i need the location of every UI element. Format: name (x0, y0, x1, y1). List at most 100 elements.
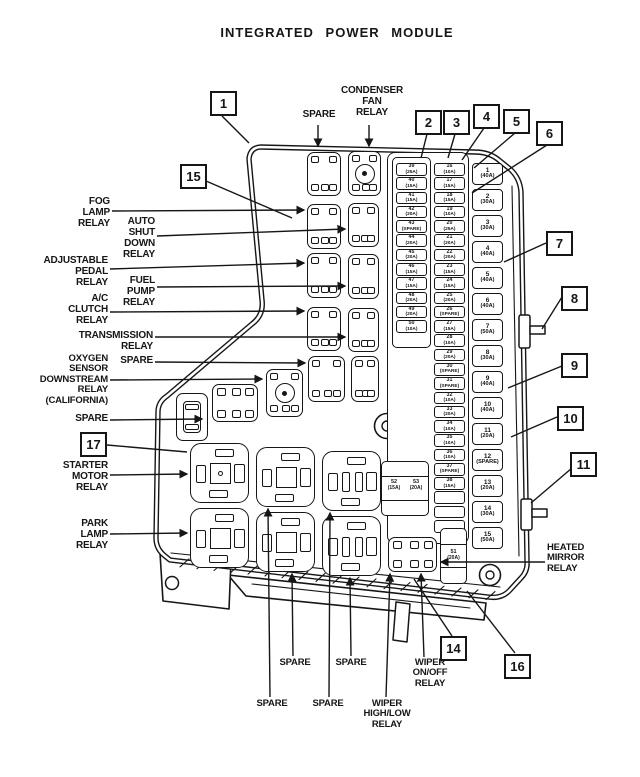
relay-pin (274, 494, 294, 502)
label-wiper-on-off-relay: WIPER ON/OFF RELAY (412, 657, 448, 689)
fuse-number: 46 (408, 262, 415, 269)
fuse-amp: (20A) (405, 212, 418, 218)
label-fog-lamp-relay: FOG LAMP RELAY (78, 196, 110, 229)
relay-pin (185, 424, 199, 430)
fuse-cell-19: 19(10A) (434, 205, 465, 219)
fuse-amp: (SPARE) (439, 369, 460, 375)
relay-pin (270, 405, 278, 412)
fuse-number: 7 (485, 322, 490, 330)
relay-pin (354, 472, 363, 492)
fuse-amp: (40A) (480, 303, 495, 310)
relay-pin (300, 468, 311, 487)
fuse-amp: (40A) (480, 407, 495, 414)
relay-pin (280, 453, 300, 461)
fuse-amp: (10A) (443, 340, 456, 346)
relay-pin (367, 235, 375, 242)
fuse-amp: (SPARE) (439, 469, 460, 475)
page-title: INTEGRATED POWER MODULE (220, 25, 454, 40)
relay-pin (214, 514, 234, 522)
relay-pin (281, 405, 290, 412)
fuse-cell-29: 29(20A) (434, 348, 465, 362)
relay-pin (232, 410, 241, 418)
fuse-52-amp: (15A) (387, 484, 401, 491)
relay-condenser-fan (348, 151, 381, 196)
fuse-number: 38 (446, 477, 453, 484)
relay-pin (367, 207, 375, 214)
relay-wiper (388, 537, 437, 572)
fuse-number: 41 (408, 191, 415, 198)
fuse-number: 8 (485, 348, 490, 356)
fuse-cell-3: 3(30A) (472, 215, 503, 237)
relay-pin (352, 340, 360, 347)
fuse-amp: (10A) (443, 426, 456, 432)
fuse-number: 25 (446, 291, 453, 298)
relay-fuel-pump (348, 254, 379, 299)
label-spare-mid: SPARE (120, 355, 153, 366)
relay-pin (311, 208, 319, 215)
relay-pin (366, 537, 377, 556)
fuse-amp: (SPARE) (439, 312, 460, 318)
fuse-cell-49: 49(20A) (396, 305, 427, 319)
fuse-cell-43: 43(SPARE) (396, 220, 427, 233)
fuse-amp: (15A) (405, 283, 418, 289)
fuse-number: 13 (483, 478, 492, 486)
fuse-number: 37 (446, 462, 453, 469)
fuse-number: 42 (408, 205, 415, 212)
relay-pin (208, 490, 228, 498)
relay-pin (409, 560, 419, 568)
fuse-amp: (10A) (443, 398, 456, 404)
relay-pin (291, 373, 299, 380)
relay-pin (341, 472, 350, 492)
relay-pin (214, 449, 234, 457)
callout-8: 8 (561, 286, 588, 311)
fuse-amp: (20A) (443, 412, 456, 418)
label-wiper-high-low-relay: WIPER HIGH/LOW RELAY (363, 698, 411, 730)
fuse-number: 44 (408, 234, 415, 241)
fuse-number: 19 (446, 205, 453, 212)
fuse-cell-25: 25(20A) (434, 291, 465, 305)
relay-spare-top (307, 152, 341, 196)
fuse-amp: (20A) (405, 255, 418, 261)
fuse-amp: (10A) (443, 212, 456, 218)
label-spare-a2: SPARE (335, 657, 367, 668)
fuse-number: 4 (485, 244, 490, 252)
fuse-amp: (10A) (443, 440, 456, 446)
relay-pin (280, 518, 300, 526)
fuse-number: 31 (446, 377, 453, 384)
relay-pin (352, 258, 360, 265)
relay-pin (366, 472, 377, 491)
relay-can-icon (274, 383, 295, 403)
fuse-cell-24: 24(15A) (434, 277, 465, 290)
fuse-number: 36 (446, 448, 453, 455)
relay-pin (196, 465, 206, 483)
fuse-number: 15 (483, 530, 492, 538)
relay-center (209, 463, 231, 484)
fuse-amp: (15A) (443, 483, 456, 489)
relay-pin (217, 388, 226, 396)
fuse-number: 3 (485, 218, 490, 226)
fuse-amp: (40A) (480, 251, 495, 258)
fuse-amp: (SPARE) (401, 226, 422, 232)
fuse-number: 32 (446, 391, 453, 398)
callout-5: 5 (503, 109, 530, 134)
relay-pin (321, 184, 329, 191)
fuse-number: 16 (446, 163, 453, 169)
relay-pin (312, 390, 320, 397)
label-oxygen-sensor-relay: OXYGEN SENSOR DOWNSTREAM RELAY (CALIFORN… (39, 353, 108, 406)
relay-pin (352, 312, 360, 319)
fuse-cell-45: 45(20A) (396, 248, 427, 262)
relay-pin (329, 257, 337, 264)
relay-pin (234, 529, 245, 548)
fuse-number: 28 (446, 334, 453, 341)
fuse-53-number: 53 (412, 479, 420, 485)
fuse-number: 47 (408, 277, 415, 284)
fuse-number: 6 (485, 296, 490, 304)
fuse-51-number: 51 (450, 549, 457, 555)
relay-pin (274, 559, 294, 567)
fuse-number: 10 (483, 400, 492, 408)
relay-big-spare-1 (256, 447, 315, 507)
fuse-column-1-15: 1(40A)2(30A)3(30A)4(40A)5(40A)6(40A)7(50… (472, 163, 503, 553)
relay-starter-motor (190, 443, 249, 503)
relay-pin (354, 537, 363, 557)
relay-pin (367, 312, 375, 319)
